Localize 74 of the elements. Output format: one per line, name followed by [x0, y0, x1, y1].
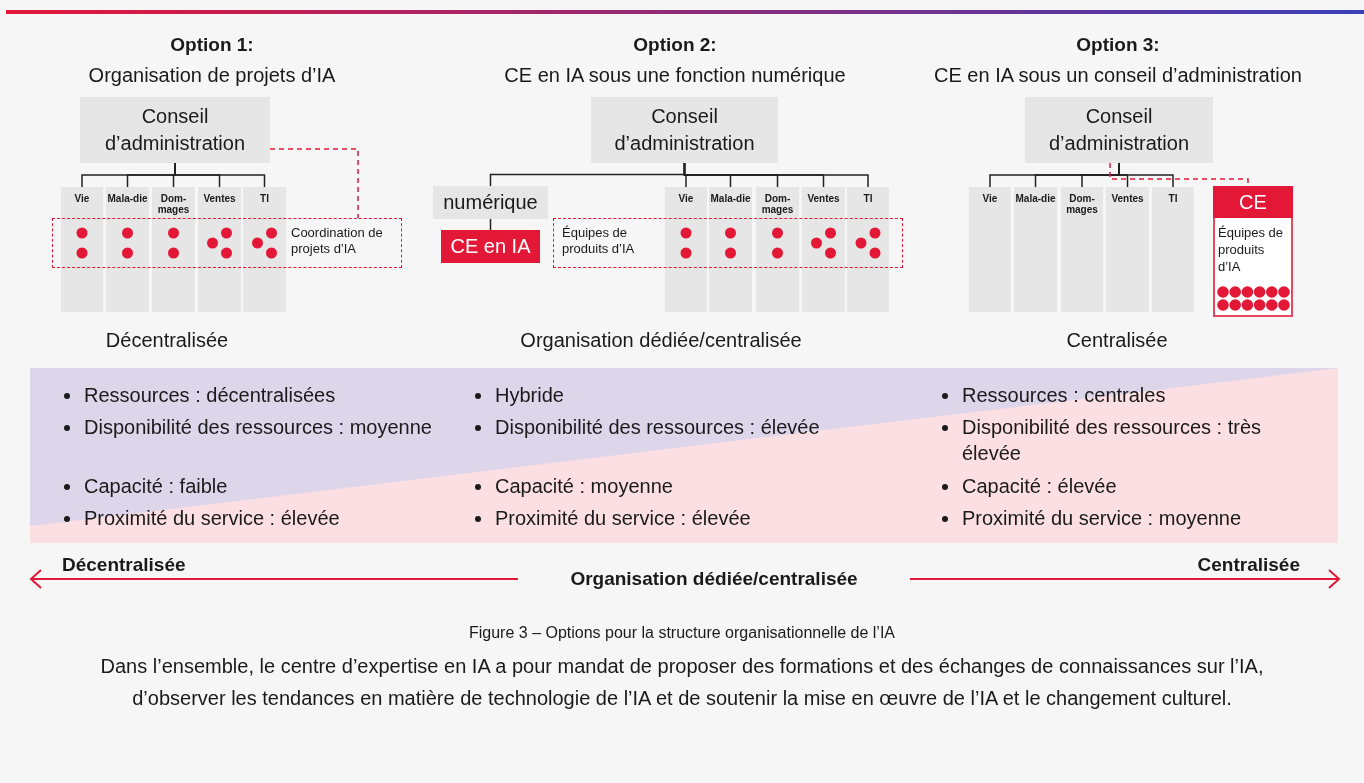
- bullet-item: Capacité : élevée: [940, 473, 1310, 499]
- column-label: Vie: [73, 193, 91, 204]
- department-box: [433, 186, 548, 219]
- box-label: Équipes de produits d’IA: [1218, 224, 1285, 275]
- group-label: Coordination de projets d’IA: [291, 225, 384, 257]
- option-title: Option 2:: [632, 33, 718, 57]
- column-label: Ventes: [202, 193, 237, 204]
- department-column: [1152, 187, 1194, 312]
- column-label: TI: [259, 193, 270, 204]
- description-paragraph: Dans l’ensemble, le centre d’expertise en IA a pour mandat de proposer des formations et des échanges de connaissances sur l’IA, d’observer les tendances en matière de technologie de l’IA et de soutenir la mise en œuvre de l’IA et le changement culturel.: [99, 654, 1265, 711]
- group-label: Équipes de produits d’IA: [562, 225, 636, 257]
- column-label: Mala-die: [1015, 193, 1056, 204]
- department-column: [106, 187, 149, 312]
- structure-caption: Centralisée: [1065, 328, 1169, 353]
- column-label: Vie: [677, 193, 695, 204]
- bullet-item: Proximité du service : élevée: [473, 505, 843, 531]
- column-label: TI: [862, 193, 874, 204]
- scale-end-label: Décentralisée: [62, 553, 187, 577]
- department-column: [709, 187, 752, 312]
- bullet-item: Disponibilité des ressources : très élevée: [940, 414, 1310, 466]
- column-label: Dom-mages: [156, 193, 191, 215]
- option-title: Option 1:: [169, 33, 255, 57]
- column-label: Ventes: [1110, 193, 1145, 204]
- column-label: Mala-die: [107, 193, 148, 204]
- box-label: Conseil d’administration: [613, 104, 756, 156]
- option-subtitle: CE en IA sous une fonction numérique: [503, 63, 847, 88]
- box-label: numérique: [443, 191, 538, 214]
- department-column: [198, 187, 241, 312]
- bullet-item: Ressources : centrales: [940, 382, 1330, 408]
- bullet-item: Hybride: [473, 382, 843, 408]
- department-column: [152, 187, 195, 312]
- department-column: [756, 187, 799, 312]
- column-label: Dom-mages: [1065, 193, 1099, 215]
- connector-line: [1118, 162, 1174, 188]
- board-box: [80, 97, 270, 163]
- bullet-item: Disponibilité des ressources : élevée: [473, 414, 843, 440]
- department-column: [1106, 187, 1149, 312]
- column-label: Ventes: [806, 193, 841, 204]
- column-label: TI: [1167, 193, 1179, 204]
- centre-of-expertise-box: [1213, 186, 1293, 317]
- centre-box: [441, 230, 540, 263]
- bullet-item: Ressources : décentralisées: [62, 382, 432, 408]
- department-column: [802, 187, 845, 312]
- box-heading: CE: [1213, 186, 1293, 218]
- box-label: CE en IA: [450, 235, 531, 258]
- bullet-item: Proximité du service : moyenne: [940, 505, 1320, 531]
- department-column: [243, 187, 286, 312]
- department-column: [1014, 187, 1057, 312]
- board-box: [591, 97, 778, 163]
- dashed-connector: [269, 148, 359, 219]
- bullet-item: Proximité du service : élevée: [62, 505, 432, 531]
- connector-line: [683, 162, 869, 188]
- department-column: [61, 187, 103, 312]
- department-column: [847, 187, 889, 312]
- figure-caption: Figure 3 – Options pour la structure organisationnelle de l’IA: [468, 623, 896, 643]
- department-column: [1061, 187, 1103, 312]
- bullet-item: Capacité : faible: [62, 473, 432, 499]
- bullet-item: Disponibilité des ressources : moyenne: [62, 414, 432, 440]
- scale-end-label: Centralisée: [1196, 553, 1300, 577]
- bullet-item: Capacité : moyenne: [473, 473, 843, 499]
- option-subtitle: Organisation de projets d’IA: [87, 63, 337, 88]
- department-column: [969, 187, 1011, 312]
- structure-caption: Décentralisée: [104, 328, 230, 353]
- column-label: Vie: [981, 193, 999, 204]
- option-subtitle: CE en IA sous un conseil d’administration: [933, 63, 1303, 88]
- box-label: Conseil d’administration: [1047, 104, 1191, 156]
- box-label: Conseil d’administration: [103, 104, 247, 156]
- structure-caption: Organisation dédiée/centralisée: [519, 328, 803, 353]
- connector-line: [174, 162, 266, 188]
- board-box: [1025, 97, 1213, 163]
- department-column: [665, 187, 707, 312]
- column-label: Mala-die: [710, 193, 751, 204]
- column-label: Dom-mages: [760, 193, 795, 215]
- option-title: Option 3:: [1075, 33, 1161, 57]
